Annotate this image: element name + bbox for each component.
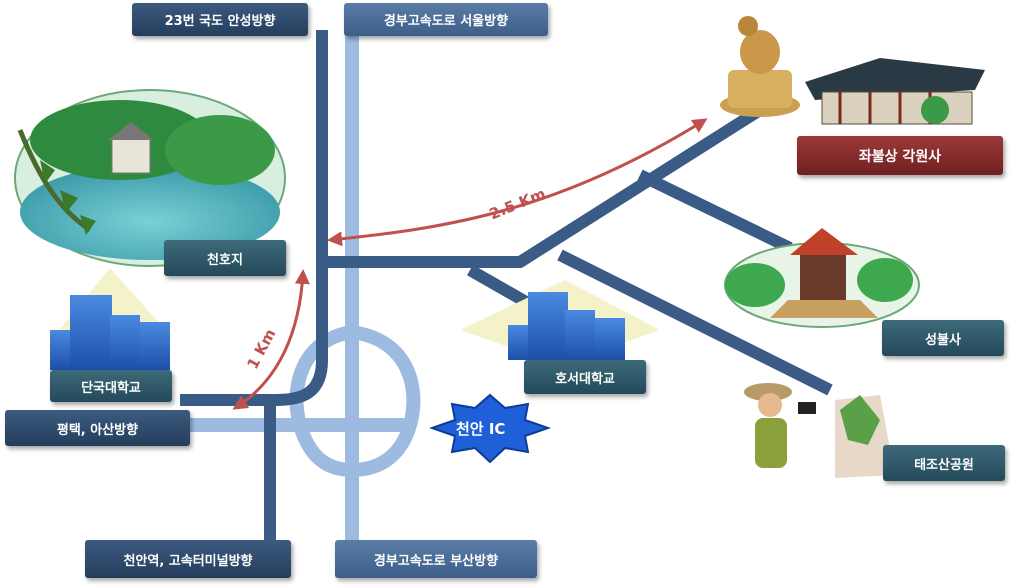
cheonan-ic-label: 천안 IC [456, 420, 506, 438]
cheonan-station-label: 천안역, 고속터미널방향 [85, 540, 291, 578]
hoseo-label: 호서대학교 [524, 360, 646, 394]
distance-arrows [232, 118, 708, 410]
route23-label: 23번 국도 안성방향 [132, 3, 308, 36]
gyeongbu-seoul-label: 경부고속도로 서울방향 [344, 3, 548, 36]
ic-badge-icon [428, 393, 552, 464]
pagoda-icon [724, 228, 920, 328]
building-icon [460, 280, 660, 365]
pyeongtaek-label: 평택, 아산방향 [5, 410, 190, 446]
buddha-statue-icon [720, 16, 800, 117]
taejosan-label: 태조산공원 [883, 445, 1005, 481]
temple-icon [805, 58, 985, 125]
lake-pavilion-icon [14, 89, 286, 267]
gyeongbu-busan-label: 경부고속도로 부산방향 [335, 540, 537, 578]
hiker-icon [744, 383, 895, 478]
gakwonsa-label: 좌불상 각원사 [797, 136, 1003, 175]
cheonhoji-label: 천호지 [164, 240, 286, 276]
building-icon [50, 268, 170, 370]
seongbulsa-label: 성불사 [882, 320, 1004, 356]
dankook-label: 단국대학교 [50, 370, 172, 402]
